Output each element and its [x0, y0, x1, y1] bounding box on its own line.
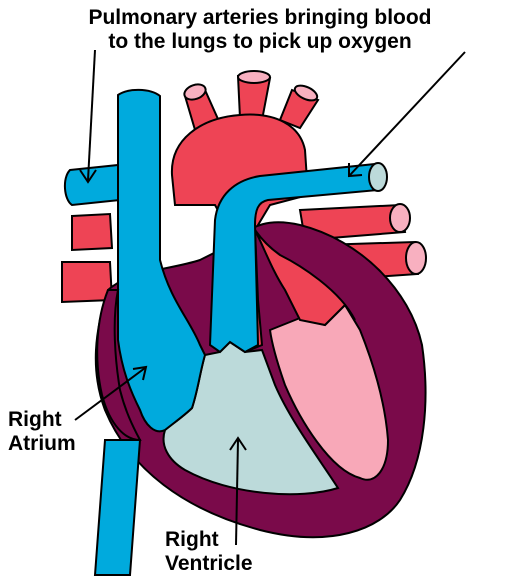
left-ventricle — [268, 303, 390, 481]
pulmonary-artery-right-opening — [368, 162, 388, 192]
aortic-opening-right — [293, 84, 319, 102]
right-atrium-label: Right Atrium — [8, 408, 76, 456]
right-ventricle-label-line1: Right — [165, 528, 219, 551]
pulmonary-arteries-label-line2: to the lungs to pick up oxygen — [108, 30, 412, 53]
right-ventricle-label: Right Ventricle — [165, 528, 253, 576]
arrow-pulmonary-right — [349, 51, 466, 176]
aortic-arch — [170, 70, 320, 234]
aortic-opening-left — [183, 83, 207, 101]
arrow-pulmonary-left — [87, 49, 96, 181]
pulmonary-arteries-label: Pulmonary arteries bringing blood to the… — [60, 6, 460, 54]
pulmonary-veins-left — [61, 212, 114, 304]
arrowhead-pulmonary-left — [79, 169, 97, 184]
arrowhead-right-atrium — [132, 365, 148, 381]
pulmonary-vein-left-upper — [71, 212, 114, 252]
pulmonary-arteries-label-line1: Pulmonary arteries bringing blood — [88, 6, 432, 29]
arrow-right-ventricle — [235, 439, 239, 546]
inferior-vena-cava — [93, 439, 142, 576]
annotation-arrows — [74, 49, 466, 546]
right-atrium-label-line1: Right — [8, 408, 62, 431]
arrowhead-pulmonary-right — [348, 163, 363, 178]
pulmonary-vein-left-lower — [61, 261, 114, 304]
aortic-opening-middle — [237, 70, 271, 84]
pulmonary-trunk — [208, 162, 380, 354]
pulmonary-vein-right-lower-opening — [405, 241, 427, 275]
right-atrium-wall — [96, 289, 142, 442]
right-ventricle-label-line2: Ventricle — [165, 552, 253, 575]
aorta — [170, 113, 310, 234]
arrow-right-atrium — [74, 367, 146, 421]
superior-vena-cava — [117, 88, 207, 433]
arrowhead-right-ventricle — [229, 436, 247, 451]
right-atrium-label-line2: Atrium — [8, 432, 76, 455]
pulmonary-artery-left — [64, 163, 122, 207]
left-atrium — [254, 229, 356, 327]
pulmonary-vein-right-upper-opening — [389, 203, 411, 233]
